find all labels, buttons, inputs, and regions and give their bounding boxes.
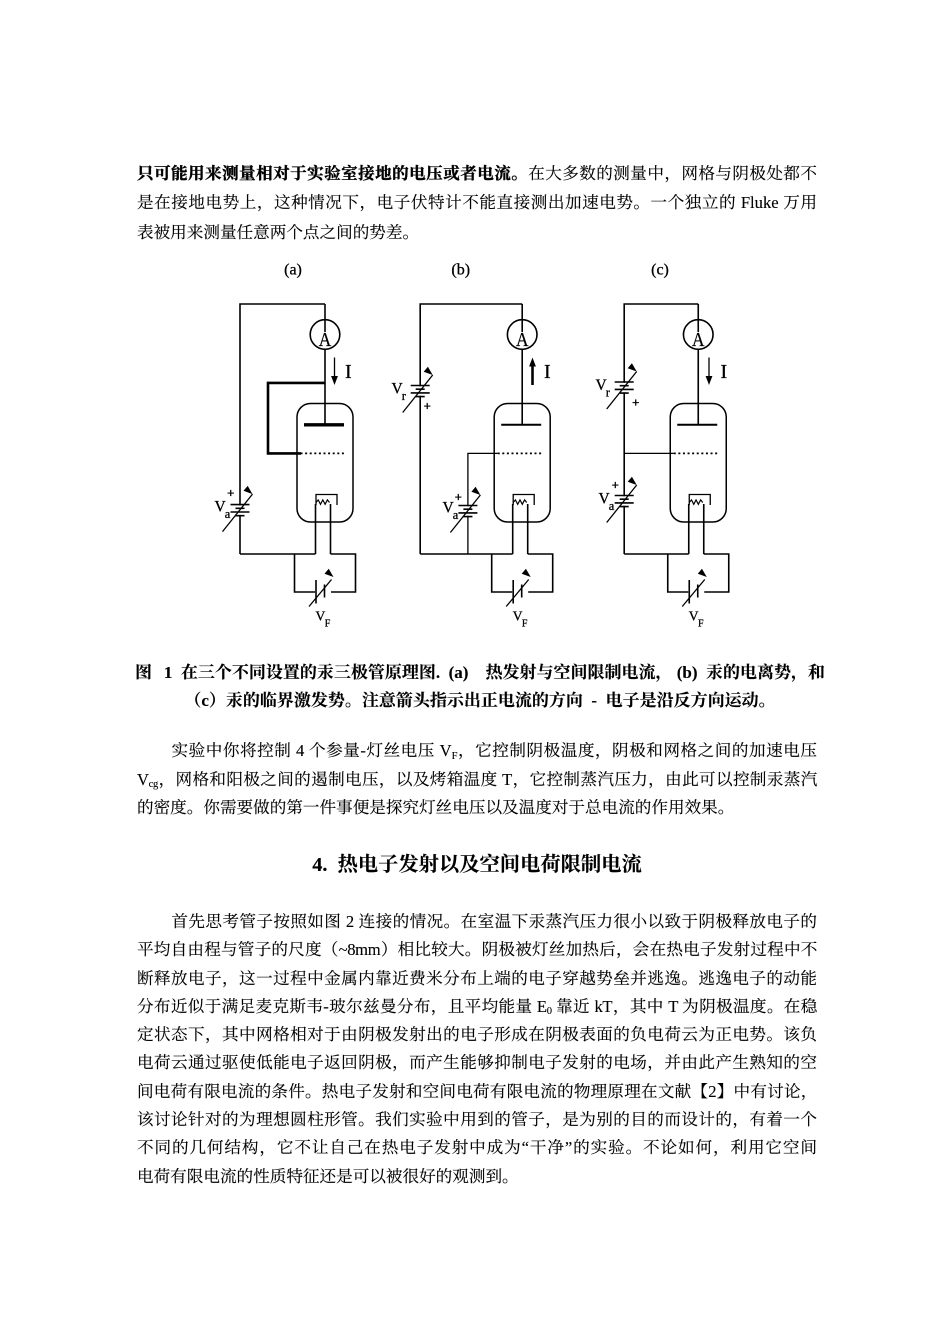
svg-text:(b): (b) [451, 261, 470, 278]
svg-text:+: + [612, 478, 619, 493]
svg-text:V: V [599, 491, 611, 508]
svg-text:(c): (c) [651, 261, 669, 278]
svg-text:a: a [225, 507, 231, 521]
svg-text:+: + [423, 399, 430, 414]
svg-text:a: a [453, 508, 459, 522]
svg-text:V: V [596, 377, 608, 394]
svg-text:r: r [402, 389, 407, 403]
svg-text:r: r [606, 385, 611, 399]
svg-text:V: V [443, 500, 455, 517]
svg-text:V: V [316, 609, 326, 624]
svg-text:F: F [325, 619, 331, 630]
svg-text:+: + [455, 490, 462, 505]
svg-text:A: A [516, 329, 529, 351]
svg-text:I: I [544, 361, 551, 383]
svg-text:I: I [721, 361, 728, 383]
svg-text:a: a [609, 499, 615, 513]
svg-text:V: V [215, 499, 227, 516]
svg-text:V: V [513, 609, 523, 624]
svg-text:F: F [522, 619, 528, 630]
svg-text:A: A [692, 329, 705, 351]
svg-text:V: V [689, 609, 699, 624]
svg-text:I: I [345, 361, 352, 383]
svg-text:V: V [392, 381, 404, 398]
svg-text:+: + [227, 486, 234, 501]
svg-text:(a): (a) [284, 261, 302, 278]
svg-text:F: F [698, 619, 704, 630]
svg-text:+: + [632, 395, 639, 410]
svg-text:A: A [319, 329, 332, 351]
